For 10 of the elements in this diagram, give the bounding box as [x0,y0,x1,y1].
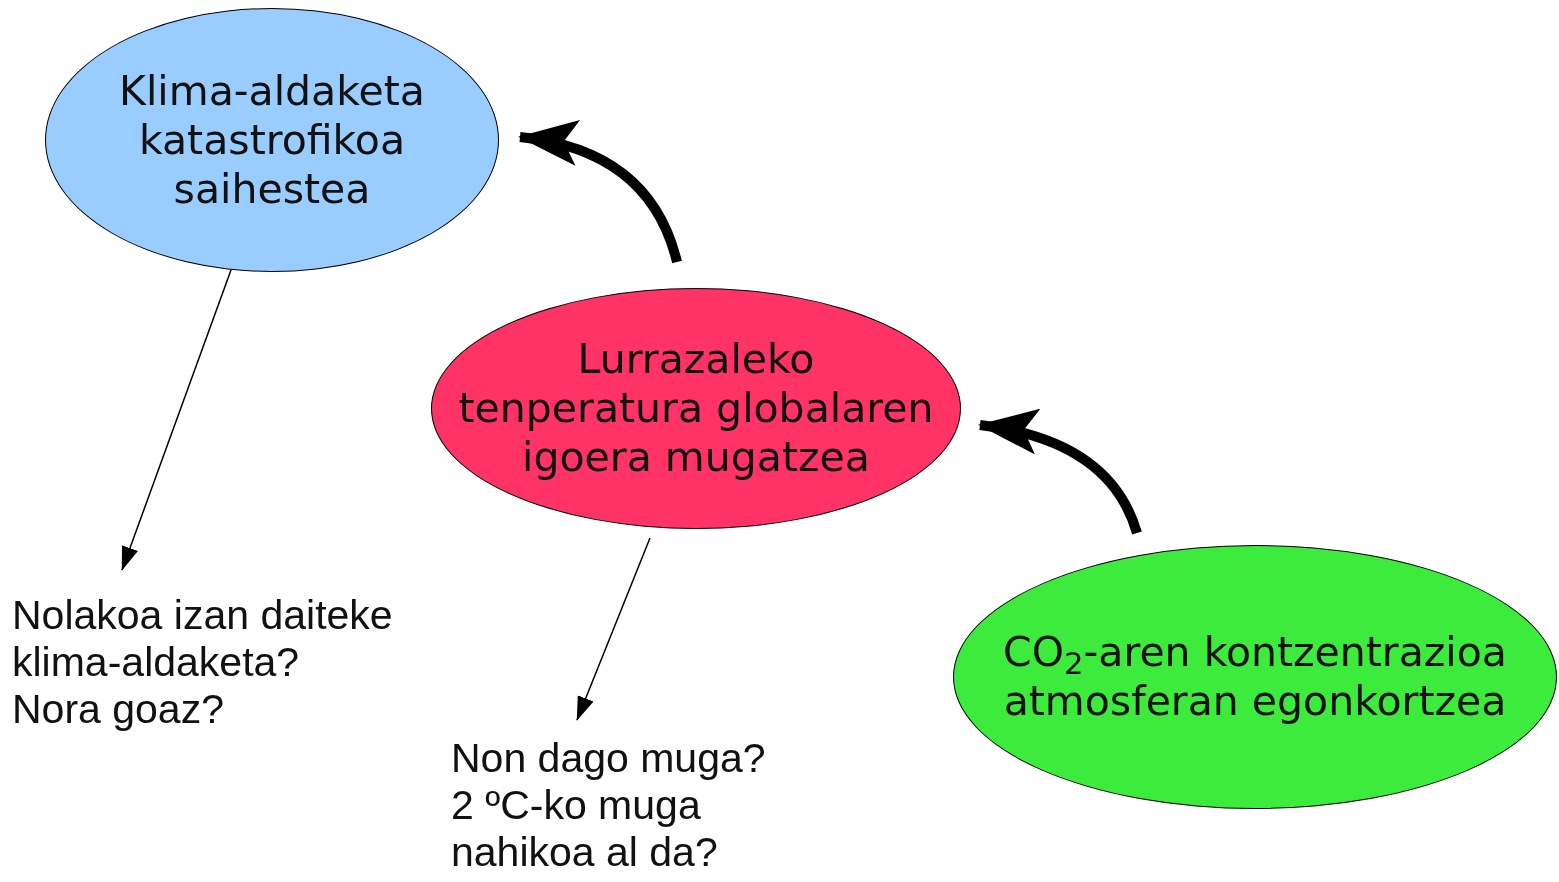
arrow [978,410,1142,535]
question-text: Nora goaz? [12,686,224,733]
node-label: Lurrazaleko tenperatura globalaren igoera mugatzea [457,335,935,482]
question-text: 2 ºC-ko muga nahikoa al da? [451,782,719,876]
arrow [576,537,651,721]
arrow [518,122,682,264]
node-label: CO$_{2}$-aren kontzentrazioa atmosferan egonkortzea [1002,628,1508,726]
question-text: Nolakoa izan daiteke klima-aldaketa? [12,592,394,686]
question-text: Non dago muga? [451,735,766,782]
node-label: Klima-aldaketa katastrofikoa saihestea [118,66,426,214]
